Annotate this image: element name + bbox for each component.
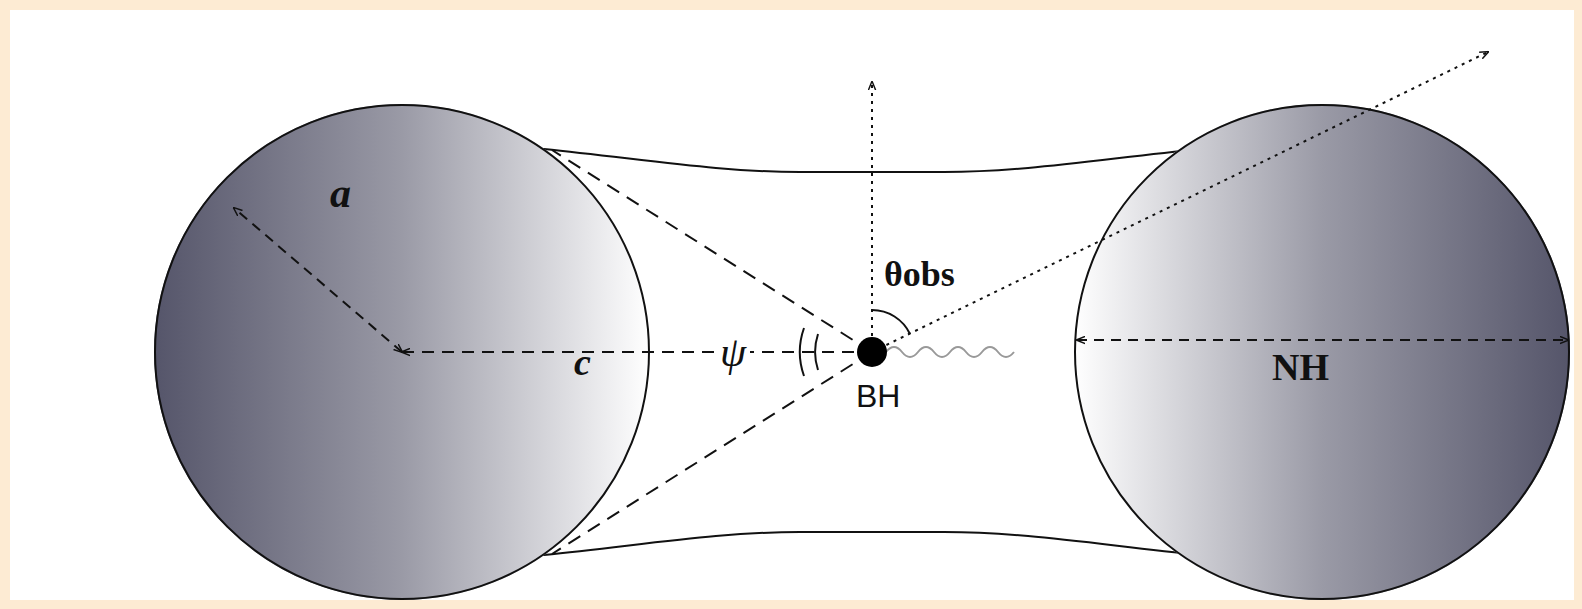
column-density-arrow — [1077, 339, 1568, 341]
black-hole-dot — [857, 337, 887, 367]
distance-c-arrow — [402, 351, 855, 353]
torus-cross-section: NH — [1074, 104, 1570, 600]
column-density-symbol: NH — [1272, 348, 1329, 386]
psi-angle-arc — [800, 328, 804, 376]
torus-left-fill — [154, 104, 650, 600]
radius-a-arrow — [234, 208, 402, 352]
torus-circle — [155, 105, 649, 599]
line-of-sight-arrow — [872, 52, 1488, 352]
radius-symbol: a — [330, 172, 351, 214]
theta-angle-arc — [872, 310, 910, 334]
black-hole-label: BH — [856, 380, 900, 412]
torus-circle — [1075, 105, 1569, 599]
white-panel — [10, 10, 1574, 600]
distance-symbol: c — [574, 343, 591, 381]
torus-right-fill — [1074, 104, 1570, 600]
viewing-angle-symbol: θobs — [884, 256, 955, 292]
opening-angle-line — [552, 150, 872, 352]
axis-arrow — [871, 82, 873, 336]
torus-cross-section: ac — [154, 104, 650, 600]
angle-symbol: ψ — [716, 329, 750, 375]
emission-wave — [886, 347, 1014, 357]
opening-angle-line — [552, 352, 872, 554]
psi-angle-arc — [815, 334, 818, 370]
